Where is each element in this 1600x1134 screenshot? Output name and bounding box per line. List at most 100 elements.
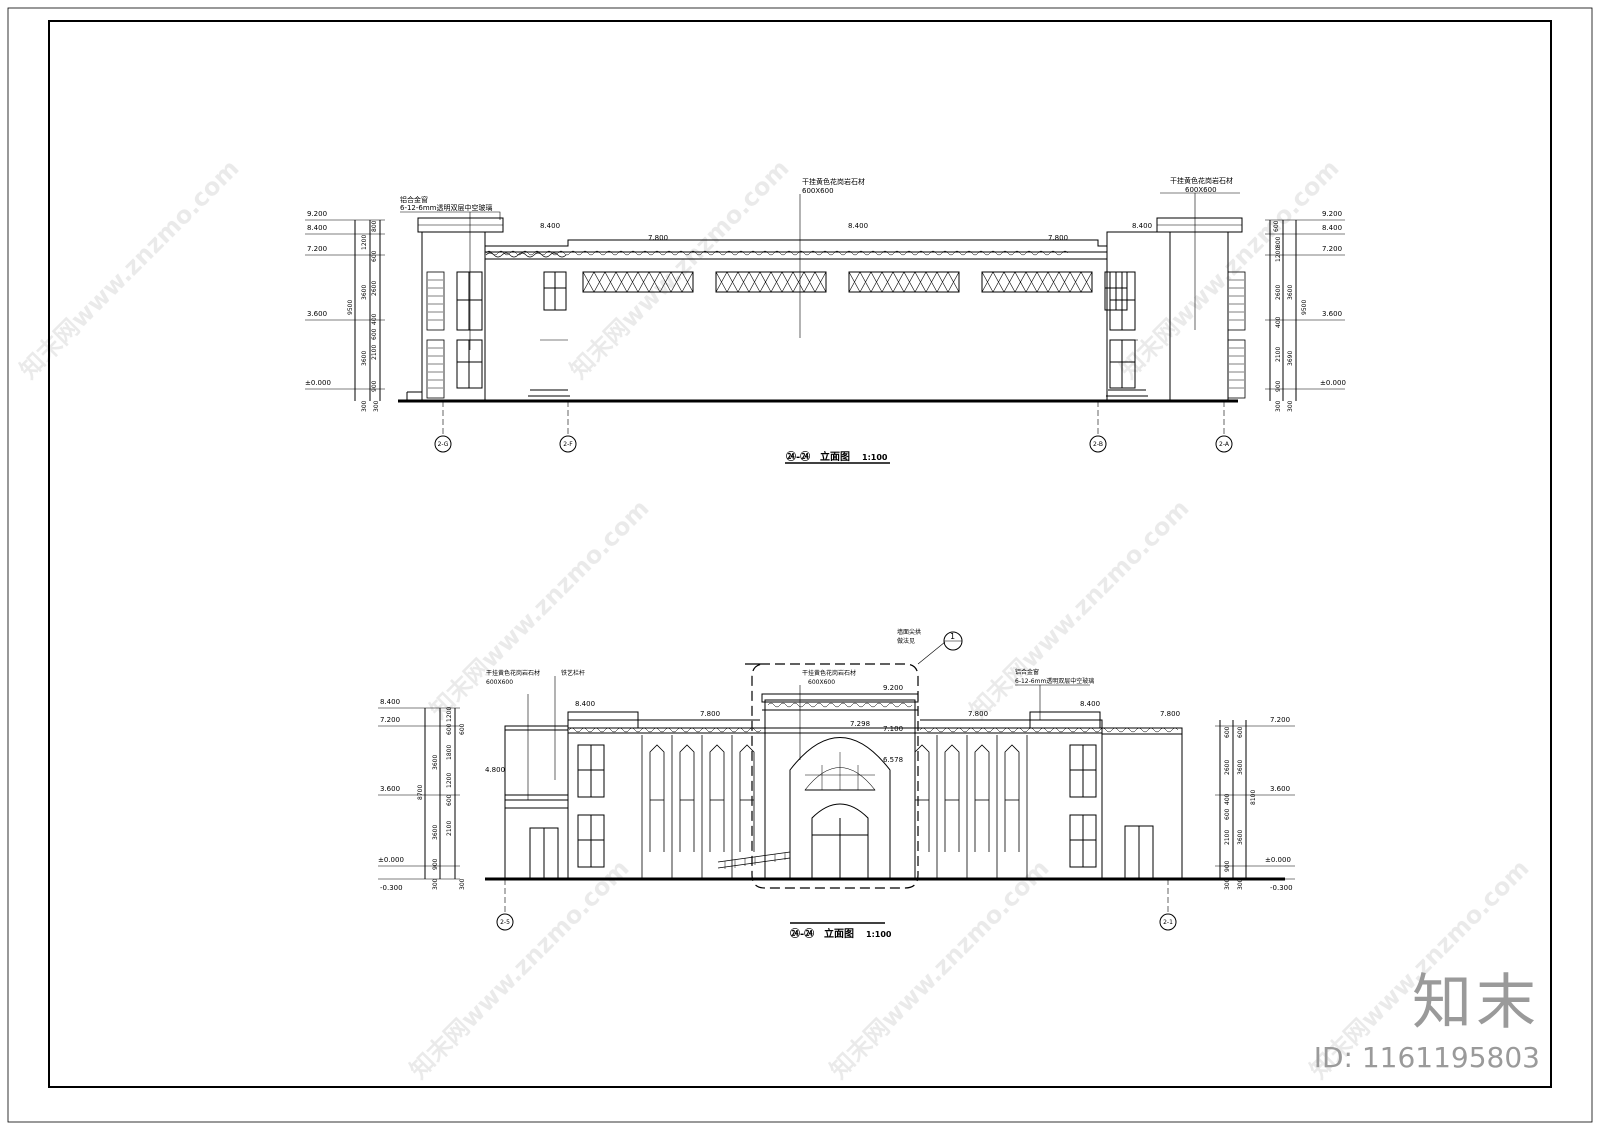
watermark-text: 知末网www.znzmo.com [1114, 154, 1344, 384]
dim-label: 900 [1224, 860, 1231, 872]
dim-label: 9500 [1301, 300, 1308, 315]
dim-label: 300 [1224, 878, 1231, 890]
level-label: 3.600 [380, 785, 400, 793]
top-levels-right: 9.200 8.400 7.200 3.600 ±0.000 [1320, 210, 1346, 387]
dim-label: 3600 [361, 285, 368, 300]
dim-label: 2100 [371, 345, 378, 360]
bot-level-j: 4.800 [485, 766, 505, 774]
top-title-symbol: ㉔-㉔ [786, 450, 810, 463]
bot-level-e: 8.400 [1080, 700, 1100, 708]
level-label: 7.200 [1270, 716, 1290, 724]
level-label: ±0.000 [1320, 379, 1346, 387]
portal-ornament [768, 703, 912, 707]
watermark-text: 知末网www.znzmo.com [564, 154, 794, 384]
dim-label: 2600 [1224, 760, 1231, 775]
dim-label: 3600 [432, 755, 439, 770]
bot-level-c: 9.200 [883, 684, 903, 692]
top-dims-right: 600 800 1200 2600 3600 9500 400 2100 369… [1273, 220, 1308, 412]
dim-label: 400 [1275, 316, 1282, 328]
bot-level-a: 8.400 [575, 700, 595, 708]
bottom-dims-left: 1200 600 600 1800 3600 8700 1200 600 210… [417, 707, 466, 890]
top-title: 立面图 [820, 450, 850, 463]
level-label: 3.600 [307, 310, 327, 318]
watermark-text: 知末网www.znzmo.com [824, 854, 1054, 1084]
dim-label: 600 [1224, 808, 1231, 820]
dim-label: 600 [1237, 726, 1244, 738]
top-callout-right-b: 600X600 [1185, 186, 1217, 194]
dim-label: 3600 [432, 825, 439, 840]
dim-label: 600 [371, 328, 378, 340]
bottom-cornice-ornament-left [569, 728, 761, 732]
dim-label: 400 [371, 313, 378, 325]
detail-note-b: 做法见 [897, 637, 915, 645]
dim-label: 900 [371, 380, 378, 392]
top-axis-label: 2-G [438, 441, 449, 448]
dim-label: 3600 [1237, 830, 1244, 845]
bot-level-b: 7.800 [700, 710, 720, 718]
dim-label: 300 [1237, 878, 1244, 890]
detail-number: 1 [950, 632, 955, 641]
dim-label: 3600 [1237, 760, 1244, 775]
dim-label: 8700 [417, 785, 424, 800]
bottom-title: 立面图 [824, 927, 854, 940]
dim-label: 600 [371, 250, 378, 262]
dim-label: 2600 [1275, 285, 1282, 300]
top-axis-label: 2-A [1219, 441, 1230, 448]
dim-label: 900 [1275, 380, 1282, 392]
dim-label: 1200 [1275, 247, 1282, 262]
dim-label: 2100 [1275, 347, 1282, 362]
dim-label: 300 [432, 878, 439, 890]
dim-label: 600 [446, 723, 453, 735]
level-label: 8.400 [380, 698, 400, 706]
level-label: 3.600 [1322, 310, 1342, 318]
level-label: ±0.000 [1265, 856, 1291, 864]
bot-level-g: 7.298 [850, 720, 870, 728]
top-level-d: 7.800 [1048, 234, 1068, 242]
dim-label: 900 [432, 858, 439, 870]
top-scale: 1:100 [862, 453, 888, 462]
level-label: 8.400 [307, 224, 327, 232]
dim-label: 300 [459, 878, 466, 890]
top-axis-label: 2-F [563, 441, 573, 448]
bottom-levels-right: 7.200 3.600 ±0.000 -0.300 [1265, 716, 1293, 892]
top-callout-left-a: 铝合金窗 [400, 195, 428, 204]
dim-label: 8100 [1250, 790, 1257, 805]
bot-level-i: 6.578 [883, 756, 903, 764]
bot-callout-l1b: 600X600 [486, 679, 513, 686]
bot-axis-label: 2-5 [500, 919, 510, 926]
level-label: -0.300 [380, 884, 403, 892]
level-label: 9.200 [307, 210, 327, 218]
level-label: 7.200 [380, 716, 400, 724]
level-label: ±0.000 [378, 856, 404, 864]
dim-label: 1200 [446, 773, 453, 788]
top-callout-mid-b: 600X600 [802, 187, 834, 195]
bottom-title-symbol: ㉔-㉔ [790, 927, 814, 940]
bot-level-f: 7.800 [1160, 710, 1180, 718]
dim-label: 2600 [371, 281, 378, 296]
top-level-b: 7.800 [648, 234, 668, 242]
bottom-dims-right: 600 600 2600 3600 8100 400 600 2100 3600… [1224, 726, 1257, 890]
top-level-a: 8.400 [540, 222, 560, 230]
dim-label: 600 [446, 794, 453, 806]
dim-label: 300 [361, 400, 368, 412]
top-dims-left: 800 1200 600 3600 2600 9500 400 3600 210… [347, 220, 380, 412]
level-label: 7.200 [307, 245, 327, 253]
dim-label: 1200 [361, 235, 368, 250]
dim-label: 800 [371, 220, 378, 232]
watermark-text: 知末网www.znzmo.com [424, 494, 654, 724]
watermark-text: 知末网www.znzmo.com [964, 494, 1194, 724]
dim-label: 300 [1287, 400, 1294, 412]
bottom-scale: 1:100 [866, 930, 892, 939]
top-levels-left: 9.200 8.400 7.200 3.600 ±0.000 [305, 210, 331, 387]
level-label: 9.200 [1322, 210, 1342, 218]
top-callout-right-a: 干挂黄色花岗岩石材 [1170, 176, 1233, 185]
dim-label: 3600 [1287, 285, 1294, 300]
top-level-c: 8.400 [848, 222, 868, 230]
brand-watermark: 知末 ID: 1161195803 [1314, 954, 1540, 1074]
brand-id: ID: 1161195803 [1314, 1041, 1540, 1074]
dim-label: 3600 [361, 351, 368, 366]
brand-logo: 知末 [1314, 954, 1540, 1041]
top-callout-left-b: 6-12-6mm透明双层中空玻璃 [400, 203, 493, 212]
dim-label: 300 [1275, 400, 1282, 412]
level-label: ±0.000 [305, 379, 331, 387]
